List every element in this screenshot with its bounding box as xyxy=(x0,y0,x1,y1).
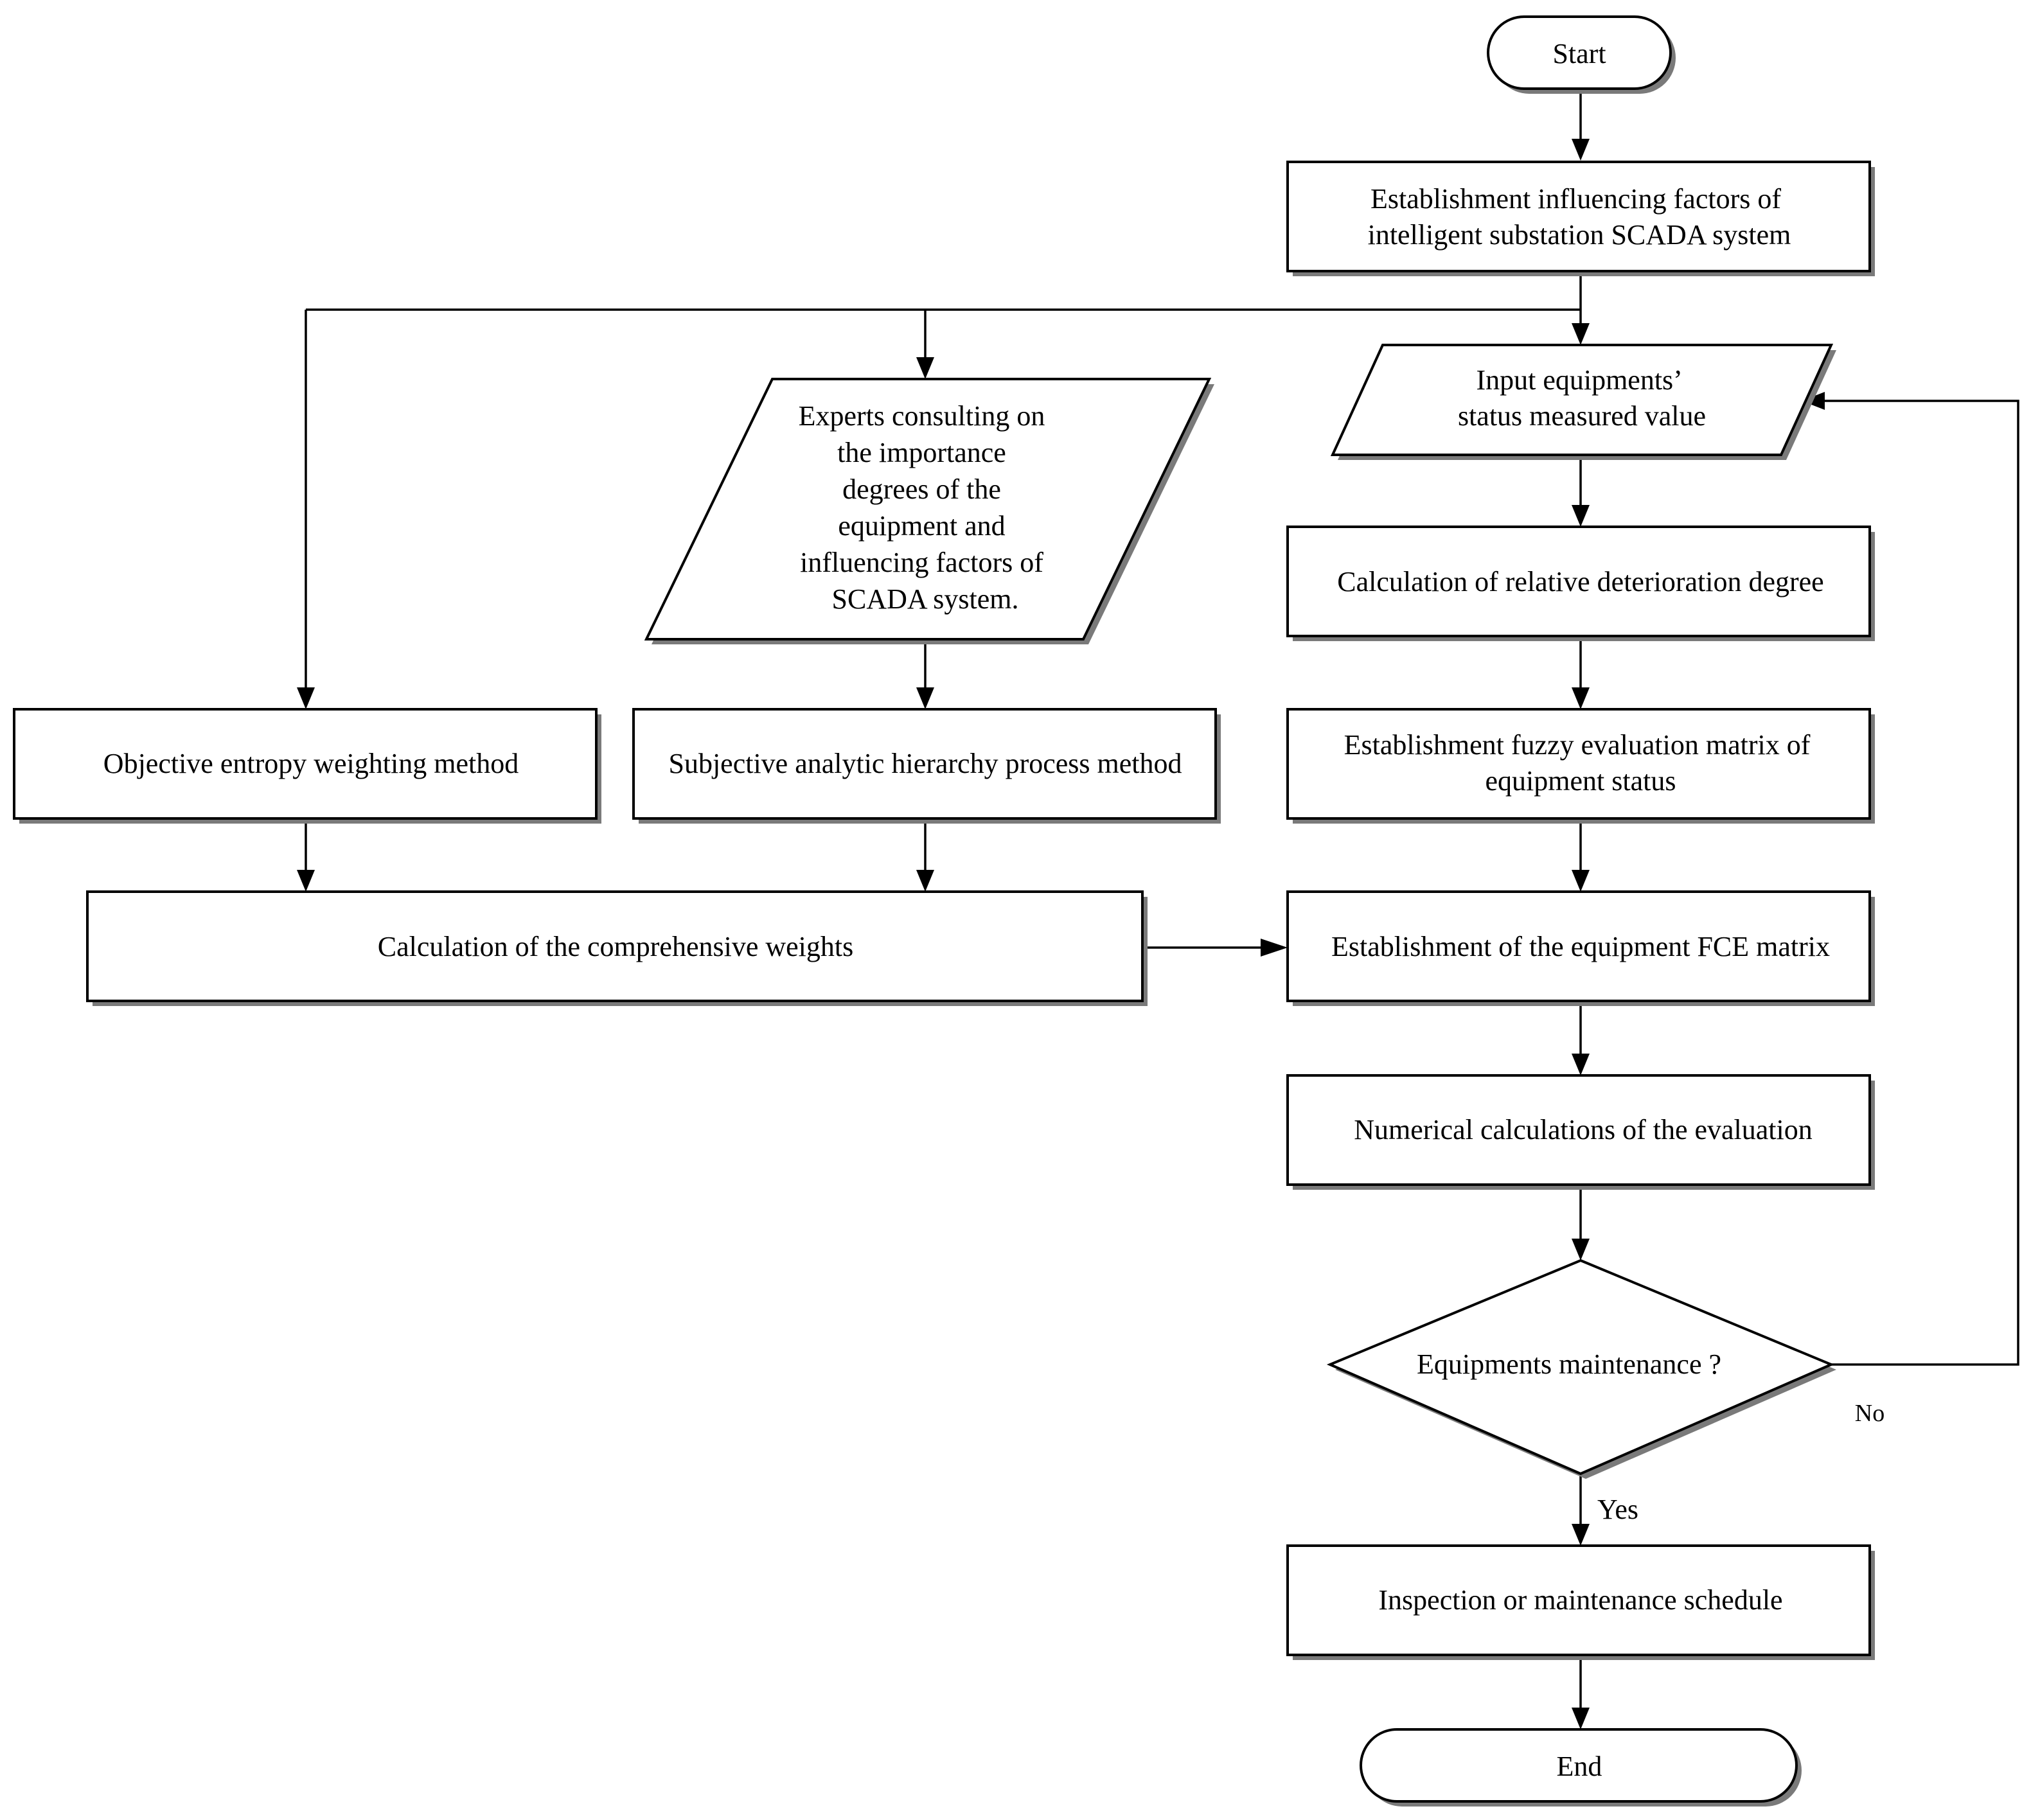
input-values-line-1: Input equipments’ xyxy=(1476,364,1680,396)
weights-to-fce-arrowhead xyxy=(1261,939,1288,957)
objective-entropy-box: Objective entropy weighting method xyxy=(13,708,601,824)
start-to-factors-arrowhead xyxy=(1572,139,1590,161)
decision-yes-arrowhead xyxy=(1572,1524,1590,1546)
experts-consulting-line-2: the importance xyxy=(837,437,1006,468)
arrowheads xyxy=(297,139,1825,1729)
start-node: Start xyxy=(1487,15,1676,94)
experts-consulting-line-5: influencing factors of xyxy=(800,547,1043,578)
decision-no-loop-line xyxy=(1821,400,2019,1366)
fuzzy-matrix-label: Establishment fuzzy evaluation matrix of… xyxy=(1344,729,1818,797)
input-values-label: Input equipments’ status measured value xyxy=(1458,364,1706,432)
decision-yes-label: Yes xyxy=(1597,1494,1638,1525)
end-label: End xyxy=(1557,1751,1602,1782)
input-values-line-2: status measured value xyxy=(1458,400,1706,432)
maintenance-decision-label: Equipments maintenance ? xyxy=(1417,1348,1721,1380)
objective-entropy-label: Objective entropy weighting method xyxy=(103,748,519,779)
input-to-relative-arrowhead xyxy=(1572,505,1590,527)
comprehensive-weights-box: Calculation of the comprehensive weights xyxy=(86,890,1148,1006)
entropy-to-weights-arrowhead xyxy=(297,870,315,892)
experts-to-ahp-arrowhead xyxy=(916,687,934,709)
comprehensive-weights-label: Calculation of the comprehensive weights xyxy=(378,931,853,962)
to-entropy-arrowhead xyxy=(297,687,315,709)
fce-matrix-label: Establishment of the equipment FCE matri… xyxy=(1331,931,1830,962)
establish-factors-line-1: Establishment influencing factors of xyxy=(1370,183,1781,215)
relative-to-fuzzy-arrowhead xyxy=(1572,687,1590,709)
experts-consulting-label: Experts consulting on the importance deg… xyxy=(799,400,1052,615)
fuzzy-to-fce-arrowhead xyxy=(1572,870,1590,892)
experts-consulting-line-4: equipment and xyxy=(838,510,1005,542)
start-label: Start xyxy=(1552,38,1606,69)
experts-consulting-line-6: SCADA system. xyxy=(832,583,1019,615)
relative-deterioration-label: Calculation of relative deterioration de… xyxy=(1337,566,1823,597)
fuzzy-matrix-box: Establishment fuzzy evaluation matrix of… xyxy=(1286,708,1875,824)
subjective-ahp-label: Subjective analytic hierarchy process me… xyxy=(668,748,1182,779)
end-node: End xyxy=(1360,1728,1802,1807)
subjective-ahp-box: Subjective analytic hierarchy process me… xyxy=(632,708,1221,824)
establish-factors-line-2: intelligent substation SCADA system xyxy=(1368,219,1791,251)
experts-consulting-line-3: degrees of the xyxy=(842,473,1001,505)
fuzzy-matrix-line-1: Establishment fuzzy evaluation matrix of xyxy=(1344,729,1811,761)
fce-to-numerical-arrowhead xyxy=(1572,1054,1590,1075)
fce-matrix-box: Establishment of the equipment FCE matri… xyxy=(1286,890,1875,1006)
maintenance-decision-node: Equipments maintenance ? No Yes xyxy=(1326,1259,1885,1525)
experts-consulting-node: Experts consulting on the importance deg… xyxy=(644,378,1214,644)
to-input-arrowhead xyxy=(1572,323,1590,345)
fuzzy-matrix-line-2: equipment status xyxy=(1486,765,1676,797)
establish-factors-box: Establishment influencing factors of int… xyxy=(1286,161,1875,276)
numerical-calculations-box: Numerical calculations of the evaluation xyxy=(1286,1074,1875,1190)
decision-no-loop-arrowhead xyxy=(1802,392,1825,410)
schedule-to-end-arrowhead xyxy=(1572,1708,1590,1729)
numerical-to-decision-arrowhead xyxy=(1572,1239,1590,1260)
to-experts-arrowhead xyxy=(916,357,934,379)
numerical-calculations-label: Numerical calculations of the evaluation xyxy=(1354,1114,1813,1145)
decision-no-label: No xyxy=(1855,1400,1885,1427)
connector-lines xyxy=(305,94,2019,1709)
relative-deterioration-box: Calculation of relative deterioration de… xyxy=(1286,526,1875,641)
ahp-to-weights-arrowhead xyxy=(916,870,934,892)
establish-factors-label: Establishment influencing factors of int… xyxy=(1368,183,1791,251)
experts-consulting-line-1: Experts consulting on xyxy=(799,400,1045,432)
input-values-node: Input equipments’ status measured value xyxy=(1330,344,1836,460)
maintenance-schedule-label: Inspection or maintenance schedule xyxy=(1378,1584,1782,1616)
maintenance-schedule-box: Inspection or maintenance schedule xyxy=(1286,1544,1875,1660)
